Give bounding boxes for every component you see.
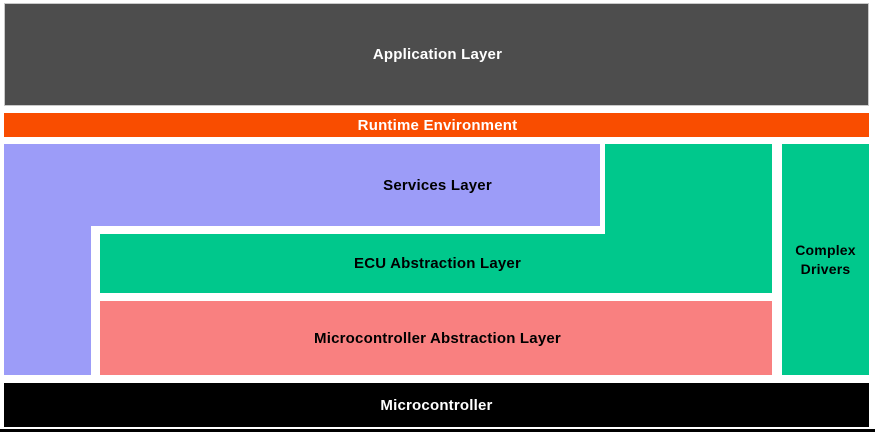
runtime-environment-block xyxy=(4,113,869,137)
application-layer-block xyxy=(4,3,869,106)
bottom-border-line xyxy=(0,429,875,432)
services-layer-left-column xyxy=(4,144,91,375)
services-layer-top-band xyxy=(4,144,600,226)
microcontroller-label: Microcontroller xyxy=(380,396,493,414)
ecu-abstraction-upper-block xyxy=(605,144,772,235)
complex-drivers-label: Complex Drivers xyxy=(795,242,856,277)
ecu-abstraction-band xyxy=(100,234,772,293)
microcontroller-abstraction-layer-block xyxy=(100,301,772,375)
microcontroller-block: Microcontroller xyxy=(4,383,869,427)
complex-drivers-block: Complex Drivers xyxy=(782,144,869,375)
